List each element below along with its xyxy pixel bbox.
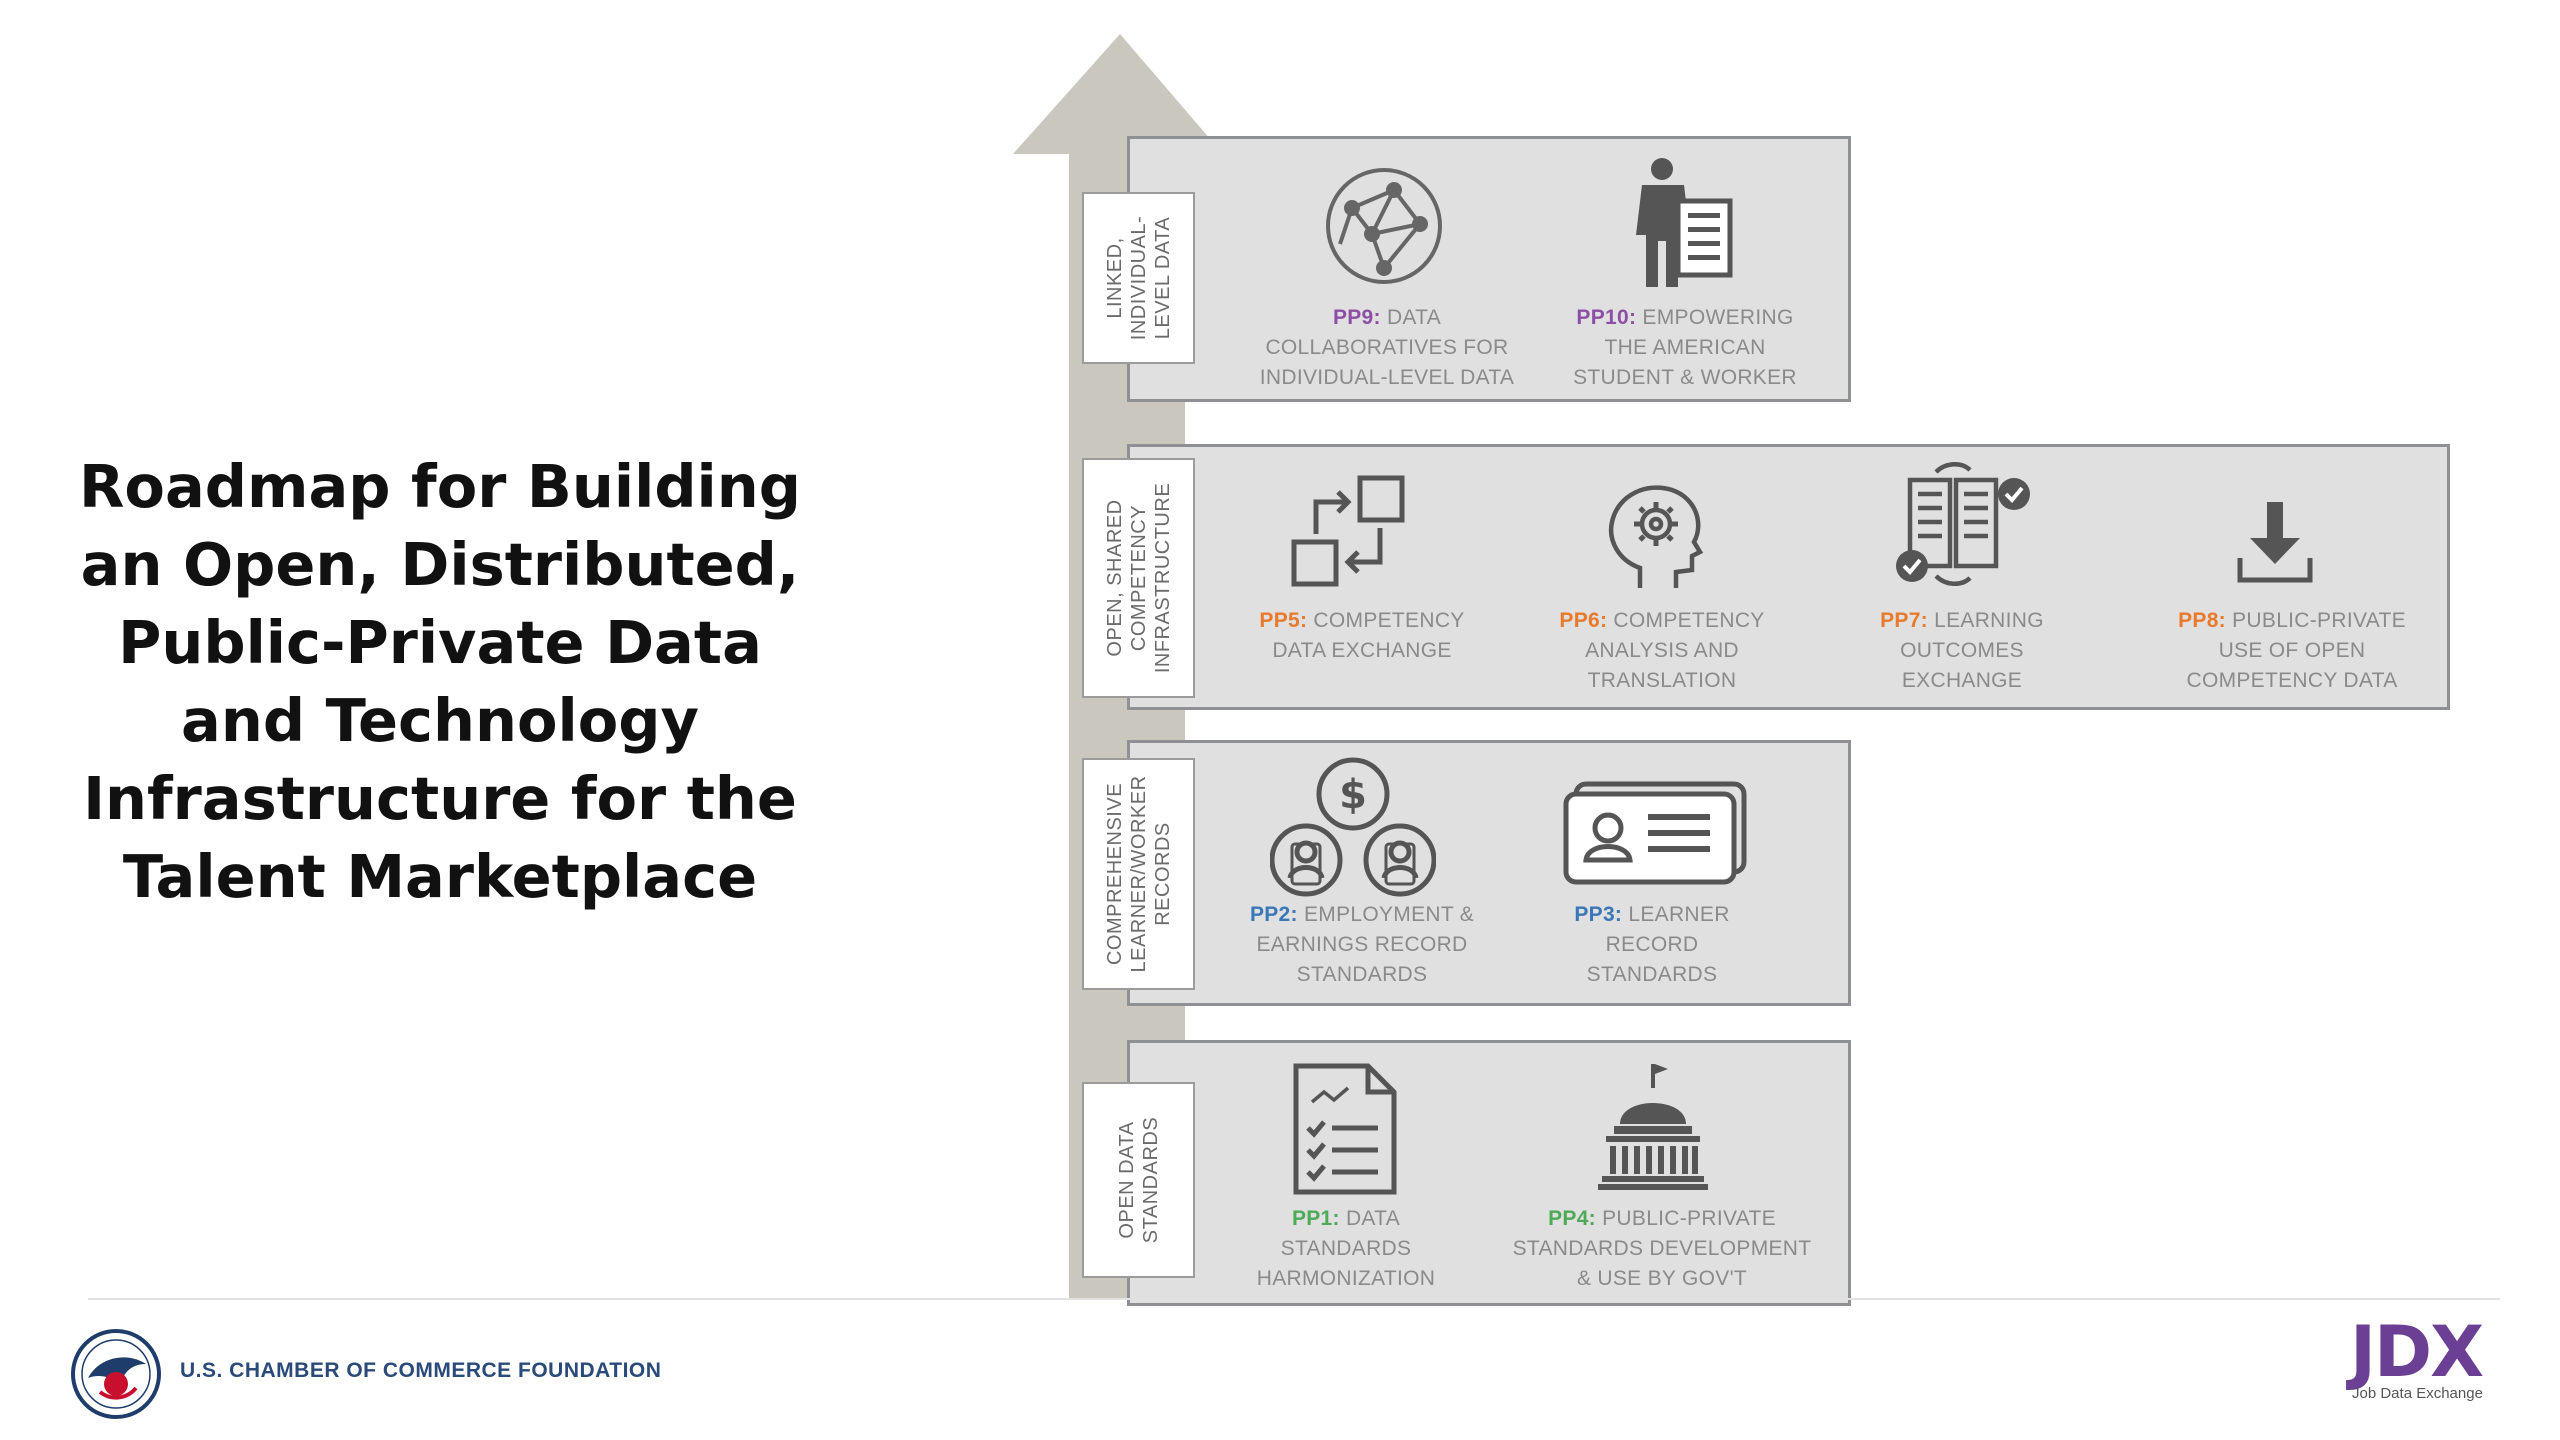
footer-divider — [88, 1298, 2500, 1300]
item-text: DATA — [1386, 306, 1442, 329]
item-text: EARNINGS RECORD — [1256, 933, 1468, 956]
item-text: COMPETENCY — [1613, 609, 1765, 632]
exchange-squares-icon — [1291, 475, 1405, 587]
item-pp10: PP10: EMPOWERING THE AMERICAN STUDENT & … — [1540, 303, 1830, 393]
item-text: EMPLOYMENT & — [1303, 903, 1475, 926]
item-text: HARMONIZATION — [1256, 1267, 1436, 1290]
panel-label-text: COMPREHENSIVE LEARNER/WORKER RECORDS — [1103, 775, 1174, 973]
panel-label: OPEN, SHARED COMPETENCY INFRASTRUCTURE — [1082, 458, 1195, 698]
item-text: STANDARDS DEVELOPMENT — [1512, 1237, 1812, 1260]
title-line: Infrastructure for the — [83, 764, 797, 833]
title-line: Roadmap for Building — [78, 452, 802, 521]
panel-competency-infrastructure — [1127, 444, 2450, 710]
panel-label: OPEN DATA STANDARDS — [1082, 1082, 1195, 1278]
item-text: STUDENT & WORKER — [1573, 366, 1797, 389]
item-text: COMPETENCY — [1313, 609, 1465, 632]
panel-label: COMPREHENSIVE LEARNER/WORKER RECORDS — [1082, 758, 1195, 990]
item-pp9: PP9: DATA COLLABORATIVES FOR INDIVIDUAL-… — [1242, 303, 1532, 393]
item-code: PP3: — [1574, 903, 1623, 926]
item-pp4: PP4: PUBLIC-PRIVATE STANDARDS DEVELOPMEN… — [1502, 1204, 1822, 1294]
item-text: & USE BY GOV'T — [1576, 1267, 1748, 1290]
panel-label: LINKED, INDIVIDUAL-LEVEL DATA — [1082, 192, 1195, 364]
item-code: PP7: — [1880, 609, 1928, 632]
item-code: PP2: — [1249, 903, 1298, 926]
item-pp7: PP7: LEARNING OUTCOMES EXCHANGE — [1822, 606, 2102, 696]
item-text: INDIVIDUAL-LEVEL DATA — [1259, 366, 1515, 389]
title-line: an Open, Distributed, — [80, 530, 800, 599]
item-pp8: PP8: PUBLIC-PRIVATE USE OF OPEN COMPETEN… — [2142, 606, 2442, 696]
jdx-tagline: Job Data Exchange — [2352, 1385, 2483, 1402]
panel-open-standards — [1127, 1040, 1851, 1306]
item-code: PP4: — [1548, 1207, 1596, 1230]
item-code: PP6: — [1559, 609, 1608, 632]
item-text: ANALYSIS AND — [1585, 639, 1739, 662]
title-line: Public-Private Data — [118, 608, 762, 677]
svg-text:$: $ — [1339, 772, 1367, 818]
item-pp5: PP5: COMPETENCY DATA EXCHANGE — [1222, 606, 1502, 666]
item-text: COMPETENCY DATA — [2186, 669, 2398, 692]
item-text: DATA EXCHANGE — [1272, 639, 1452, 662]
item-text: EXCHANGE — [1901, 669, 2023, 692]
panel-label-text: OPEN, SHARED COMPETENCY INFRASTRUCTURE — [1103, 482, 1174, 674]
item-text: DATA — [1345, 1207, 1401, 1230]
head-gear-icon — [1608, 485, 1704, 588]
item-pp3: PP3: LEARNER RECORD STANDARDS — [1512, 900, 1792, 990]
item-text: USE OF OPEN — [2218, 639, 2366, 662]
item-text: OUTCOMES — [1900, 639, 2024, 662]
id-card-icon — [1563, 781, 1747, 885]
item-text: TRANSLATION — [1587, 669, 1737, 692]
item-code: PP5: — [1259, 609, 1308, 632]
item-text: LEARNING — [1934, 609, 2044, 632]
item-text: LEARNER — [1628, 903, 1730, 926]
item-code: PP10: — [1576, 306, 1637, 329]
item-text: PUBLIC-PRIVATE — [2232, 609, 2406, 632]
documents-check-icon — [1896, 462, 2030, 586]
panel-label-text: LINKED, INDIVIDUAL-LEVEL DATA — [1103, 215, 1174, 341]
item-code: PP1: — [1291, 1207, 1340, 1230]
network-globe-icon — [1326, 168, 1442, 284]
download-icon — [2237, 502, 2313, 583]
footer-org-name: U.S. CHAMBER OF COMMERCE FOUNDATION — [180, 1359, 662, 1382]
item-text: EMPOWERING — [1642, 306, 1794, 329]
jdx-logo: JDX — [2350, 1311, 2484, 1393]
panel-label-text: OPEN DATA STANDARDS — [1115, 1116, 1162, 1244]
item-pp2: PP2: EMPLOYMENT & EARNINGS RECORD STANDA… — [1222, 900, 1502, 990]
item-text: COLLABORATIVES FOR — [1265, 336, 1509, 359]
title-line: and Technology — [181, 686, 699, 755]
item-pp1: PP1: DATA STANDARDS HARMONIZATION — [1206, 1204, 1486, 1294]
item-text: STANDARDS — [1280, 1237, 1412, 1260]
item-pp6: PP6: COMPETENCY ANALYSIS AND TRANSLATION — [1522, 606, 1802, 696]
page-title: Roadmap for Building an Open, Distribute… — [40, 448, 840, 916]
item-text: RECORD — [1605, 933, 1699, 956]
item-code: PP9: — [1332, 306, 1381, 329]
earnings-people-icon: $ — [1270, 757, 1436, 897]
capitol-building-icon — [1598, 1064, 1708, 1190]
checklist-document-icon — [1293, 1063, 1397, 1195]
item-text: STANDARDS — [1586, 963, 1718, 986]
item-text: THE AMERICAN — [1604, 336, 1766, 359]
title-line: Talent Marketplace — [122, 842, 758, 911]
person-document-icon — [1636, 158, 1733, 287]
item-code: PP8: — [2178, 609, 2226, 632]
item-text: PUBLIC-PRIVATE — [1602, 1207, 1776, 1230]
item-text: STANDARDS — [1296, 963, 1428, 986]
chamber-eagle-seal-icon — [71, 1329, 161, 1419]
